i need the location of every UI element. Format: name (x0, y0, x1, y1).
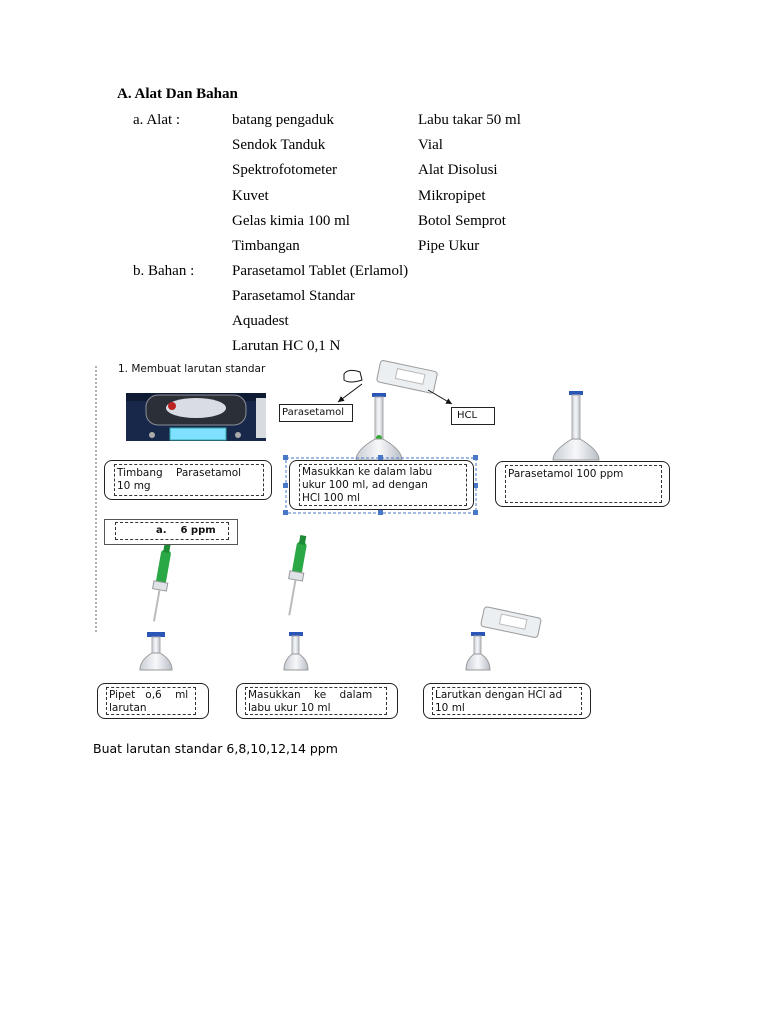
step-box-weigh-text-frame: Timbang Parasetamol 10 mg (114, 464, 264, 496)
alat-item: Spektrofotometer (232, 162, 337, 178)
alat-item: Alat Disolusi (418, 162, 498, 178)
procedure-diagram: 1. Membuat larutan standar Parasetamol H… (0, 360, 768, 730)
hcl-bottle-icon (480, 606, 542, 638)
volumetric-flask-icon (283, 632, 309, 671)
alat-item: batang pengaduk (232, 112, 335, 128)
step-box-dissolve-text-frame: Masukkan ke dalam labu ukur 100 ml, ad d… (299, 464, 467, 506)
step-box-pipet-text-frame: Pipet o,6 ml larutan (106, 687, 196, 715)
bahan-item: Aquadest (232, 313, 289, 329)
step-text-transfer: Masukkan ke dalam labu ukur 10 ml (248, 689, 373, 714)
micropipette-icon (288, 535, 307, 616)
selection-frame (283, 455, 478, 515)
hcl-label-box: HCL (451, 407, 495, 425)
sub-step-box: a. 6 ppm (104, 519, 238, 545)
parasetamol-label: Parasetamol (282, 407, 344, 418)
volumetric-flask-icon (139, 632, 173, 671)
step-text-stock: Parasetamol 100 ppm (508, 468, 624, 480)
arrow (337, 383, 363, 403)
alat-item: Timbangan (232, 238, 300, 254)
step-box-weigh: Timbang Parasetamol 10 mg (104, 460, 272, 500)
alat-item: Vial (418, 137, 443, 153)
step-box-dissolve: Masukkan ke dalam labu ukur 100 ml, ad d… (289, 460, 474, 510)
alat-item: Pipe Ukur (418, 238, 480, 254)
alat-item: Sendok Tanduk (232, 137, 326, 153)
step-text-dilute: Larutkan dengan HCl ad 10 ml (435, 689, 563, 714)
bahan-item: Parasetamol Tablet (Erlamol) (232, 263, 409, 279)
bahan-label: b. Bahan : (133, 263, 195, 279)
section-heading: A. Alat Dan Bahan (117, 86, 238, 102)
arrow (427, 389, 453, 405)
step-box-stock-text-frame: Parasetamol 100 ppm (505, 465, 662, 503)
step-box-dilute: Larutkan dengan HCl ad 10 ml (423, 683, 591, 719)
alat-item: Labu takar 50 ml (418, 112, 521, 128)
step-box-dilute-text-frame: Larutkan dengan HCl ad 10 ml (432, 687, 582, 715)
balance-icon (126, 393, 266, 441)
bahan-item: Larutan HC 0,1 N (232, 338, 341, 354)
step-box-transfer: Masukkan ke dalam labu ukur 10 ml (236, 683, 398, 719)
hcl-bottle-icon (376, 360, 438, 394)
parasetamol-label-box: Parasetamol (279, 404, 353, 422)
step-box-transfer-text-frame: Masukkan ke dalam labu ukur 10 ml (245, 687, 387, 715)
bahan-item: Parasetamol Standar (232, 288, 355, 304)
micropipette-icon (152, 542, 171, 622)
diagram-graphics (95, 360, 600, 671)
sub-step-label: a. 6 ppm (156, 525, 216, 536)
alat-item: Botol Semprot (418, 213, 506, 229)
volumetric-flask-icon (552, 391, 600, 461)
step-text-pipet: Pipet o,6 ml larutan (109, 689, 189, 714)
alat-item: Gelas kimia 100 ml (232, 213, 350, 229)
alat-item: Kuvet (232, 188, 269, 204)
volumetric-flask-icon (465, 632, 491, 671)
step-box-pipet: Pipet o,6 ml larutan (97, 683, 209, 719)
hcl-label: HCL (457, 410, 478, 421)
spatula-icon (343, 369, 363, 383)
step-text-weigh: Timbang Parasetamol 10 mg (117, 467, 242, 492)
caption: Buat larutan standar 6,8,10,12,14 ppm (93, 741, 338, 756)
volumetric-flask-icon (355, 393, 403, 461)
step-box-stock: Parasetamol 100 ppm (495, 461, 670, 507)
alat-item: Mikropipet (418, 188, 486, 204)
step-text-dissolve: Masukkan ke dalam labu ukur 100 ml, ad d… (302, 466, 433, 504)
alat-label: a. Alat : (133, 112, 181, 128)
sub-step-text-frame: a. 6 ppm (115, 522, 229, 540)
step-title: 1. Membuat larutan standar (118, 363, 266, 375)
